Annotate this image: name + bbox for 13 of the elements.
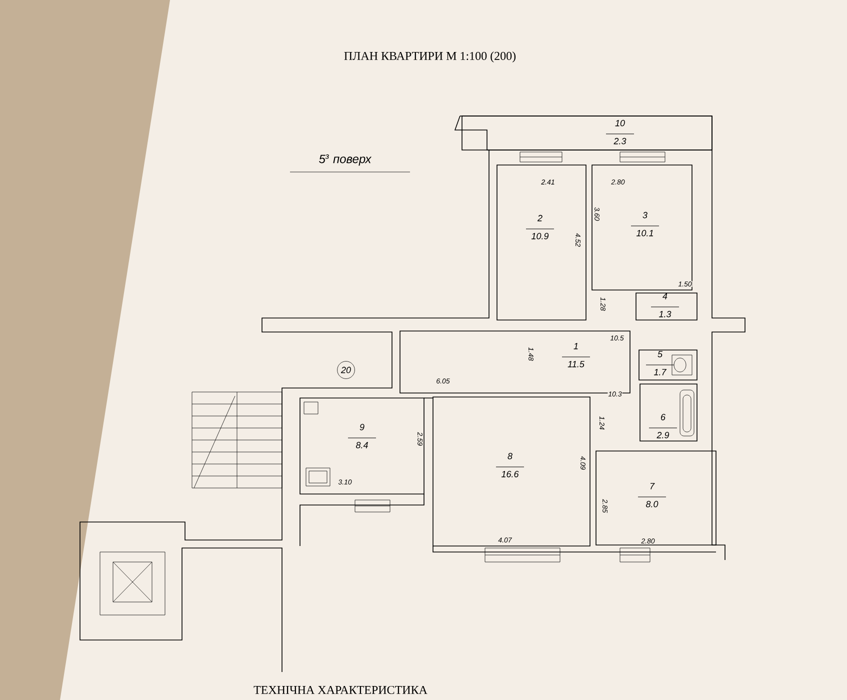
room-label: 3 10.1 bbox=[630, 212, 660, 236]
room-label: 7 8.0 bbox=[638, 483, 666, 508]
room-label: 2 10.9 bbox=[526, 214, 554, 240]
room-label: 8 16.6 bbox=[496, 452, 524, 478]
floor-note: 5$^{з}$ поверх bbox=[319, 154, 372, 166]
title: ПЛАН КВАРТИРИ М 1:100 (200) bbox=[344, 52, 516, 62]
room-label: 10 2.3 bbox=[606, 120, 634, 144]
room-label: 9 8.4 bbox=[348, 424, 376, 448]
section-heading: ТЕХНІЧНА ХАРАКТЕРИСТИКА bbox=[254, 686, 428, 694]
room-label: 6 2.9 bbox=[648, 414, 678, 438]
room-label: 1 11.5 bbox=[562, 343, 590, 368]
room-label: 4 1.3 bbox=[650, 293, 680, 318]
room-label: 5 1.7 bbox=[646, 351, 674, 376]
